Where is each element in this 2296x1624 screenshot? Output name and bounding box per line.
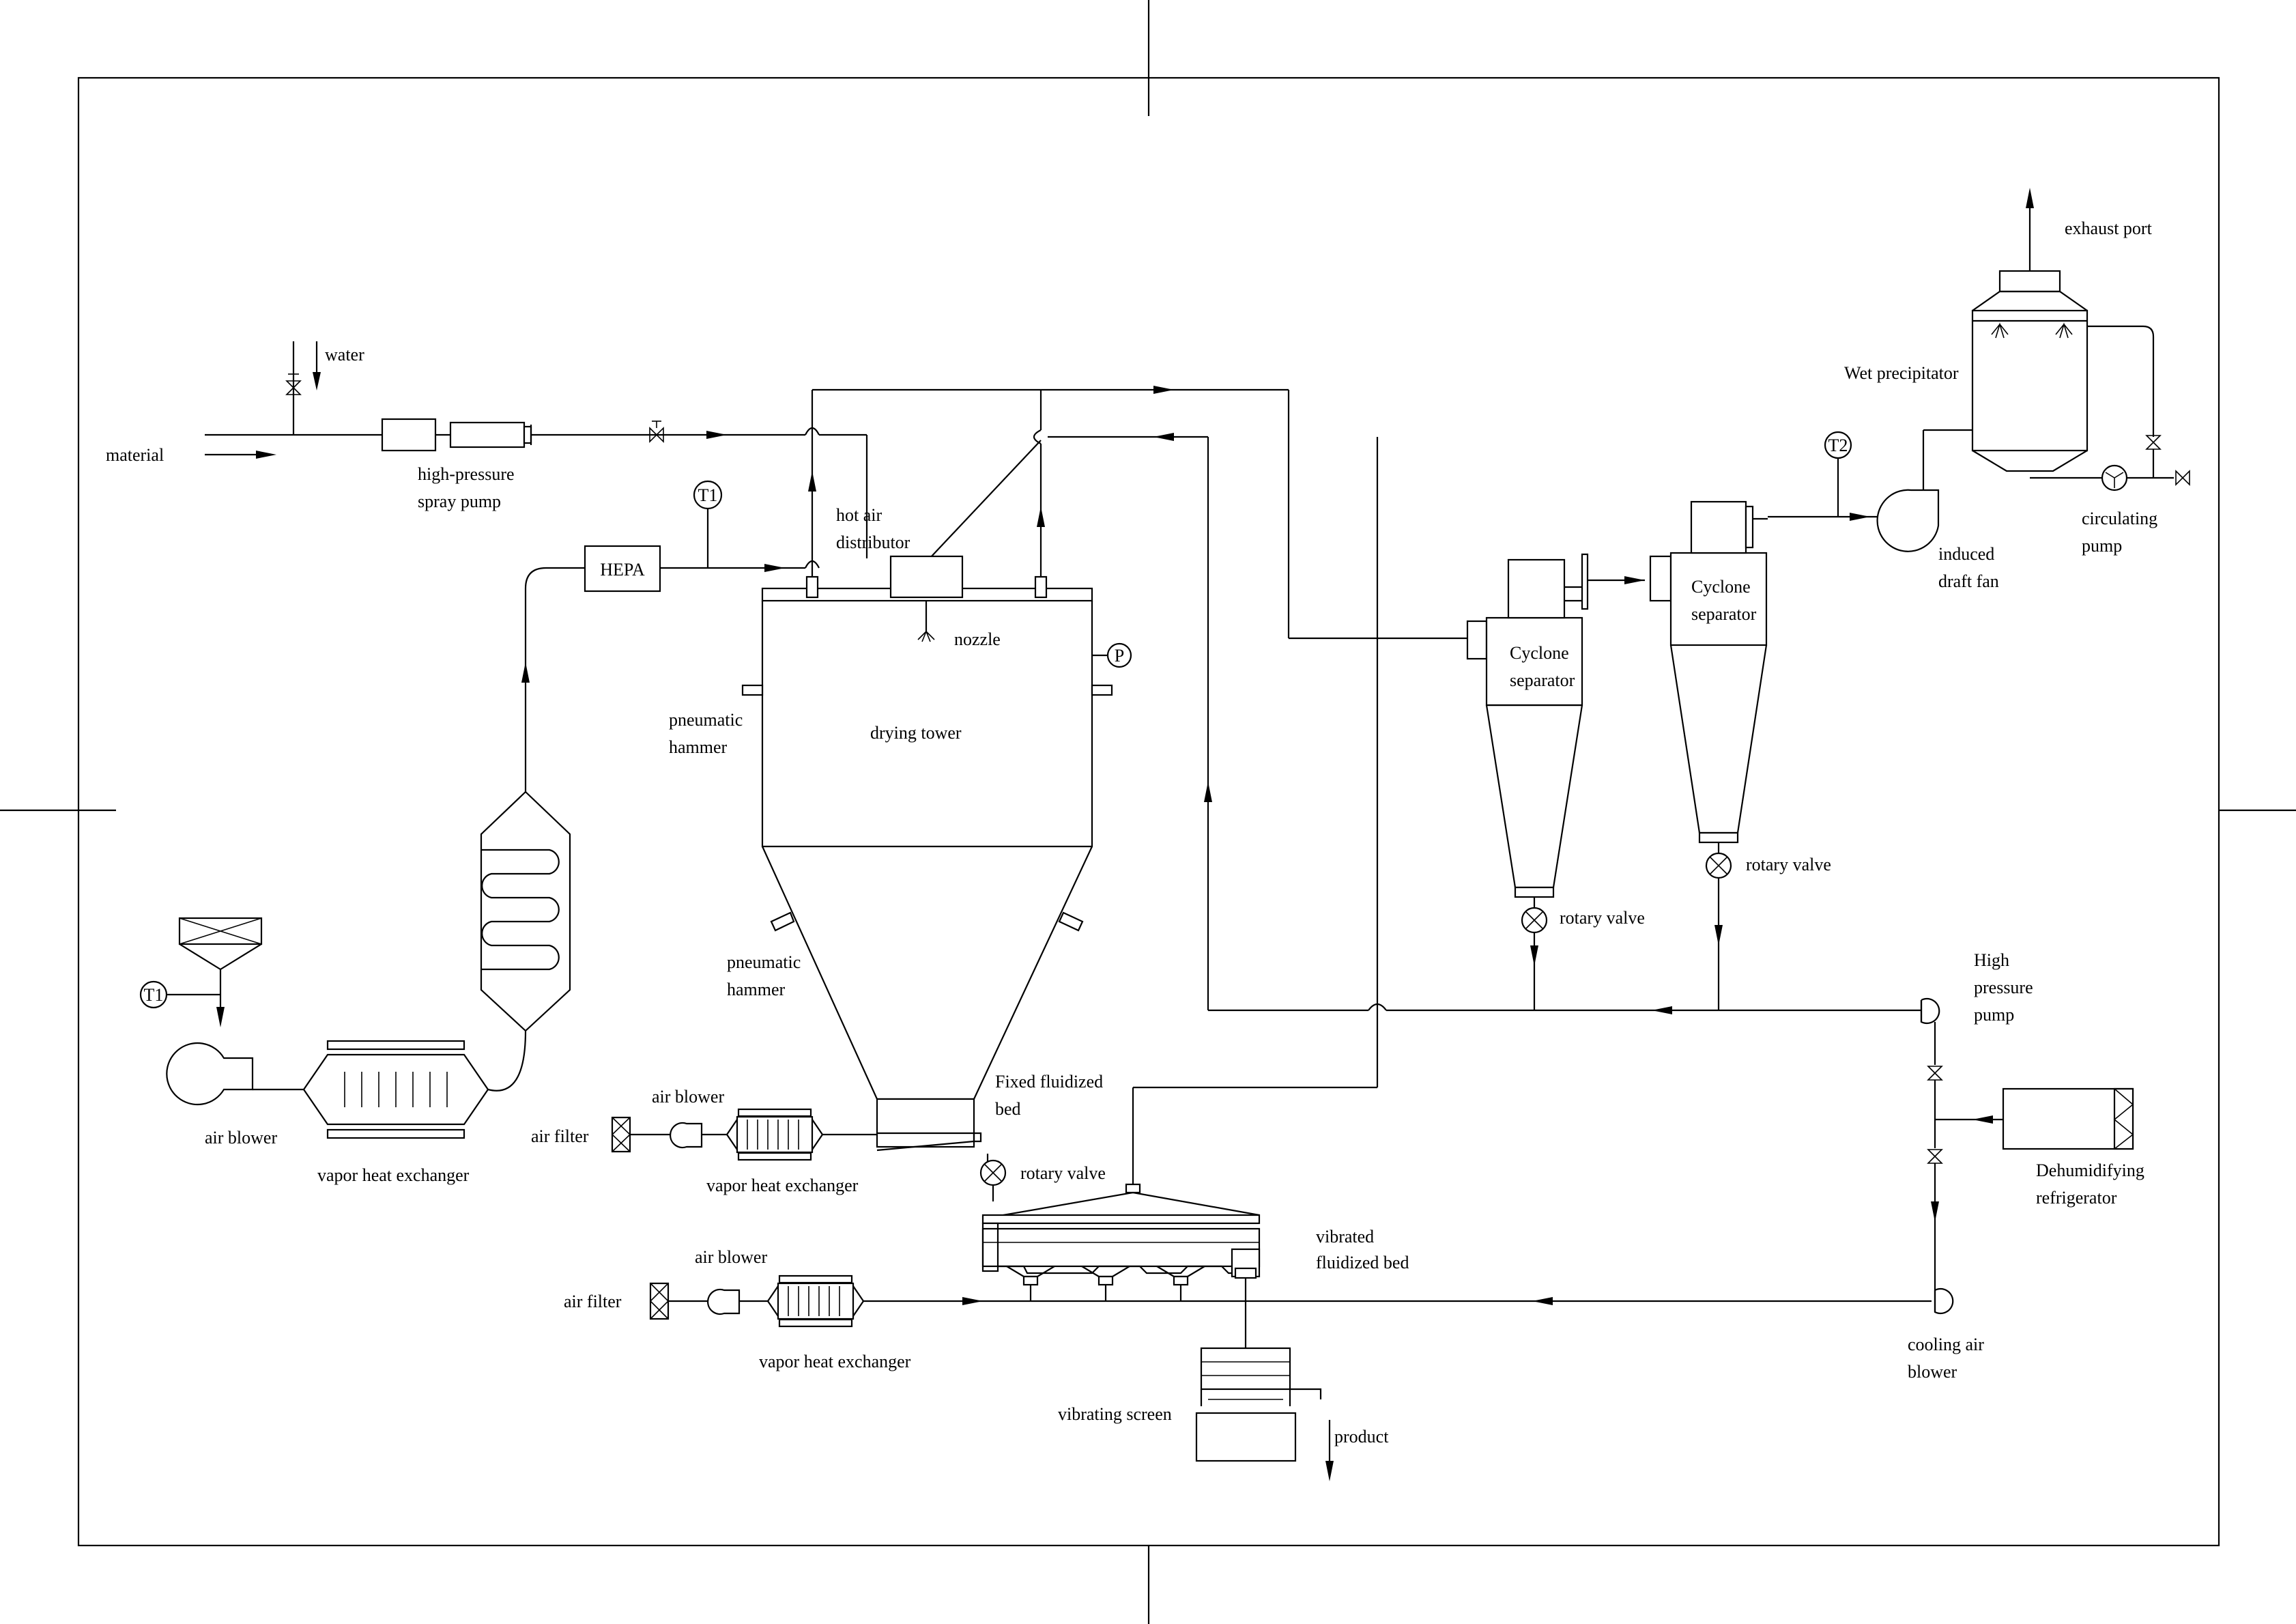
induced-fan-label-2: draft fan [1938, 571, 1999, 591]
dehumidifying-refrigerator [2002, 1087, 2134, 1150]
circulating-pump-label-1: circulating [2082, 509, 2157, 528]
t1-label: T1 [698, 485, 718, 505]
induced-draft-fan [1876, 429, 1972, 552]
fixed-bed-label-1: Fixed fluidized [995, 1072, 1103, 1092]
circulating-pump-label-2: pump [2082, 536, 2122, 556]
hammer-top-label-1: pneumatic [669, 710, 743, 730]
fixed-bed-label-2: bed [995, 1099, 1021, 1119]
t1-left-label: T1 [144, 985, 164, 1005]
labels: water material high-pressure spray pump … [106, 218, 2157, 1447]
air-blower-low-label: air blower [695, 1247, 767, 1267]
hammer-top-label-2: hammer [669, 737, 728, 757]
vibrated-bed-label-2: fluidized bed [1316, 1253, 1409, 1272]
cooling-air-blower [1934, 1287, 1954, 1315]
hp-pump-label-1: High [1974, 950, 2009, 970]
hepa-label: HEPA [600, 560, 645, 580]
drying-tower: P [741, 555, 1132, 1201]
low-air-train [649, 1274, 983, 1328]
fines-return-line [1208, 997, 1940, 1025]
vibrating-screen-unit [1195, 1347, 1334, 1481]
cooling-blower-label-1: cooling air [1908, 1335, 1984, 1354]
hp-pump-label-3: pump [1974, 1005, 2014, 1025]
cyclone-separator-2: T2 [1649, 431, 1877, 1010]
vibrated-fluidized-bed [976, 437, 1932, 1348]
air-blower-mid-label: air blower [652, 1087, 724, 1107]
main-air-train: T1 [139, 790, 571, 1139]
cyclone-2-label-1: Cyclone [1691, 577, 1751, 597]
cooling-air-line [1927, 1022, 2134, 1315]
nozzle-label: nozzle [954, 629, 1001, 649]
spray-pump-motor [381, 418, 437, 452]
exhaust-port-label: exhaust port [2065, 218, 2153, 238]
fixed-fluidized-bed [876, 1098, 975, 1148]
vhe-main-label: vapor heat exchanger [317, 1165, 470, 1185]
air-filter-mid-label: air filter [531, 1126, 589, 1146]
cooling-blower-label-2: blower [1908, 1362, 1957, 1382]
t1-gauge [693, 480, 723, 510]
cyclone-1-label-2: separator [1510, 670, 1575, 690]
vhe-mid-label: vapor heat exchanger [706, 1176, 859, 1195]
dehumidifier-label-2: refrigerator [2036, 1188, 2117, 1208]
cyclone-1-label-1: Cyclone [1510, 643, 1569, 663]
rotary-valve-c2-label: rotary valve [1746, 855, 1831, 874]
mid-air-train [611, 1108, 877, 1161]
t2-label: T2 [1828, 436, 1848, 455]
rotary-valve-c1-label: rotary valve [1560, 908, 1645, 928]
spray-pump-label-2: spray pump [418, 492, 501, 511]
vibrating-screen-label: vibrating screen [1058, 1404, 1172, 1424]
vhe-low-label: vapor heat exchanger [759, 1352, 911, 1371]
air-filter-low-label: air filter [564, 1292, 622, 1311]
spray-pump-label-1: high-pressure [418, 464, 515, 484]
rotary-valve-bed-label: rotary valve [1020, 1163, 1106, 1183]
water-label: water [325, 345, 364, 365]
hp-pump-label-2: pressure [1974, 978, 2033, 997]
product-label: product [1334, 1427, 1389, 1447]
hammer-cone-label-2: hammer [727, 980, 786, 999]
hot-air-label-1: hot air [836, 505, 882, 525]
hepa-line: T1 HEPA [521, 480, 820, 792]
hot-air-distributor [889, 555, 964, 599]
spray-pump-body [449, 421, 526, 448]
product-bin [1195, 1412, 1297, 1462]
hepa-filter [584, 545, 661, 593]
cyclone-separator-1 [1466, 553, 1645, 1010]
air-blower-main-label: air blower [205, 1128, 277, 1148]
material-label: material [106, 445, 164, 465]
material-feed-line [205, 341, 868, 558]
p-label: P [1115, 646, 1124, 666]
vibrating-screen [1200, 1347, 1291, 1391]
wet-precipitator-label: Wet precipitator [1844, 363, 1959, 383]
hot-air-label-2: distributor [836, 532, 910, 552]
steam-heater [480, 790, 571, 1032]
high-pressure-pump [1920, 997, 1940, 1025]
drying-tower-label: drying tower [870, 723, 962, 743]
cyclone-2-label-2: separator [1691, 604, 1757, 624]
hammer-cone-label-1: pneumatic [727, 952, 801, 972]
dehumidifier-label-1: Dehumidifying [2036, 1160, 2144, 1180]
tower-air-lines [808, 386, 1467, 1010]
induced-fan-label-1: induced [1938, 544, 1994, 564]
vibrated-bed-label-1: vibrated [1316, 1227, 1374, 1247]
wet-precipitator-unit [1971, 188, 2190, 492]
air-blower-main [166, 1042, 254, 1106]
